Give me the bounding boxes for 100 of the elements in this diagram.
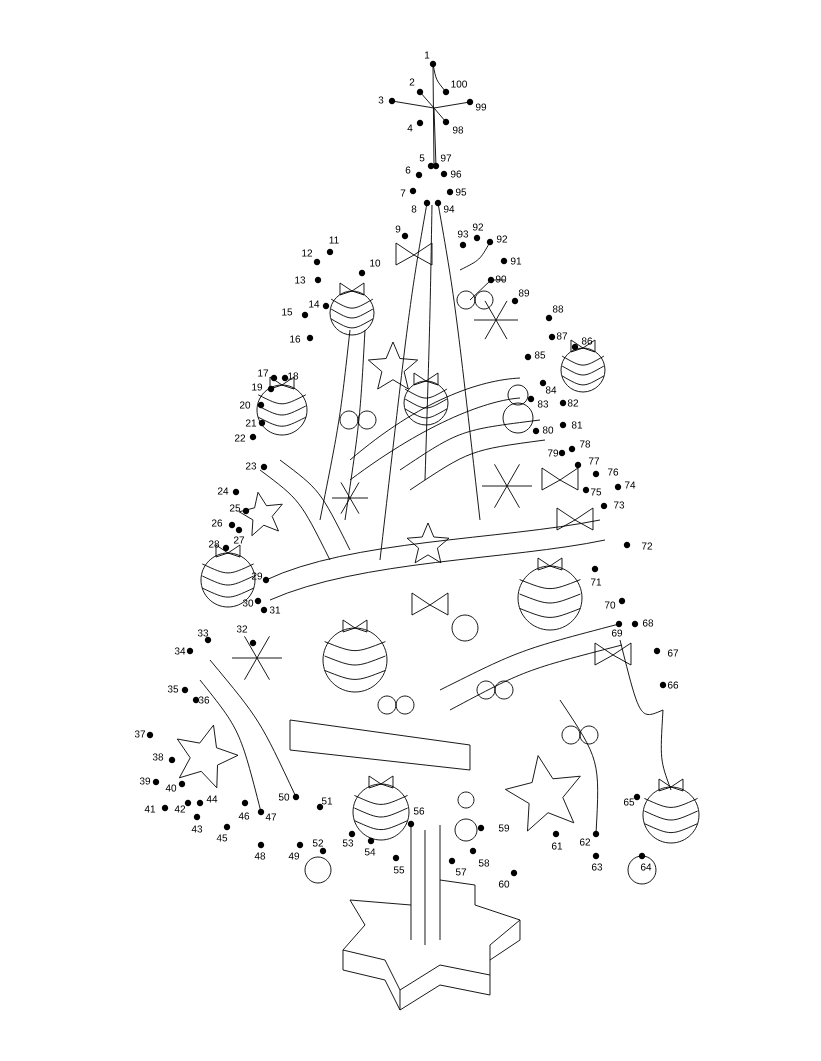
- dot-number: 23: [245, 462, 257, 470]
- dot-number: 85: [534, 351, 546, 359]
- dot-number: 32: [236, 625, 248, 633]
- dot-number: 36: [198, 696, 210, 704]
- dot-number: 1: [425, 51, 430, 59]
- dot-number: 99: [475, 103, 487, 111]
- dot-number: 88: [552, 305, 564, 313]
- dot-number: 46: [238, 812, 250, 820]
- dot-number: 83: [537, 400, 549, 408]
- dot-number: 94: [443, 205, 455, 213]
- dot-number: 35: [167, 685, 179, 693]
- dot-number: 38: [152, 753, 164, 761]
- dot-number: 20: [239, 401, 251, 409]
- dot-number: 74: [624, 481, 636, 489]
- dot-number: 7: [400, 189, 406, 197]
- dot-number: 72: [641, 542, 653, 550]
- dot-number: 61: [551, 842, 563, 850]
- dot-number: 5: [419, 154, 425, 162]
- dot-number: 40: [165, 784, 177, 792]
- dot-number: 66: [667, 681, 679, 689]
- dot-number: 15: [282, 308, 293, 316]
- dot-number: 56: [413, 807, 425, 815]
- dot-number: 13: [295, 276, 306, 284]
- dot-number: 16: [290, 335, 301, 343]
- dot-number: 11: [329, 236, 339, 244]
- dot-number: 4: [407, 124, 413, 132]
- dot-number: 73: [613, 501, 625, 509]
- dot-number: 65: [623, 798, 635, 806]
- dot-number: 96: [450, 170, 462, 178]
- dot-number: 100: [451, 80, 467, 88]
- dot-number: 48: [254, 852, 266, 860]
- dot-number: 95: [455, 188, 467, 196]
- dot-number: 47: [265, 813, 277, 821]
- dot-number: 42: [174, 805, 186, 813]
- dot-number: 26: [211, 519, 223, 527]
- dot-number: 79: [547, 449, 559, 457]
- dot-number: 39: [139, 777, 151, 785]
- dot-number: 33: [197, 629, 209, 637]
- dot-number: 84: [545, 386, 557, 394]
- dot-number: 60: [498, 880, 510, 888]
- dot-number: 31: [269, 606, 281, 614]
- dot-number: 10: [370, 259, 381, 267]
- dot-number: 54: [364, 848, 376, 856]
- dot-number: 21: [245, 419, 257, 427]
- dot-number: 3: [378, 96, 384, 104]
- dot-number: 9: [395, 225, 401, 233]
- dot-number: 18: [288, 372, 299, 380]
- dot-number: 19: [252, 383, 263, 391]
- dot-number: 93: [457, 230, 469, 238]
- dot-number: 64: [640, 863, 652, 871]
- dot-number: 34: [174, 647, 186, 655]
- dot-number: 82: [567, 399, 579, 407]
- dot-number: 58: [478, 859, 490, 867]
- dot-number: 2: [409, 78, 415, 86]
- dot-number: 78: [579, 440, 591, 448]
- dot-number: 29: [251, 572, 263, 580]
- dot-number: 25: [229, 504, 241, 512]
- dot-number: 28: [208, 540, 220, 548]
- dot-number: 30: [242, 599, 254, 607]
- dot-number: 92: [472, 223, 484, 231]
- dot-number: 52: [312, 839, 324, 847]
- dot-number: 49: [288, 852, 300, 860]
- dot-number: 87: [556, 332, 568, 340]
- dot-number: 27: [233, 536, 245, 544]
- dot-number: 90: [495, 275, 507, 283]
- dot-number: 45: [216, 834, 228, 842]
- dot-number: 57: [455, 868, 467, 876]
- dot-number: 77: [588, 457, 600, 465]
- dot-number: 59: [498, 824, 510, 832]
- dot-number: 62: [579, 838, 591, 846]
- dot-number: 70: [604, 601, 616, 609]
- dot-number: 24: [217, 487, 229, 495]
- dot-number: 14: [309, 300, 320, 308]
- dot-number: 41: [144, 805, 156, 813]
- dot-number: 81: [571, 421, 583, 429]
- dot-number: 37: [134, 730, 146, 738]
- dot-number: 69: [611, 629, 623, 637]
- dot-number: 80: [542, 426, 554, 434]
- dot-number: 67: [667, 649, 679, 657]
- dot-number: 6: [405, 166, 411, 174]
- dot-number: 86: [581, 337, 593, 345]
- dot-number: 51: [321, 797, 333, 805]
- dot-number: 43: [191, 825, 203, 833]
- dot-number: 63: [591, 863, 603, 871]
- dot-number: 55: [393, 866, 405, 874]
- dot-number: 91: [510, 257, 522, 265]
- dot-number: 68: [642, 619, 654, 627]
- dot-number: 76: [607, 468, 619, 476]
- dot-number: 53: [342, 839, 354, 847]
- dot-number: 22: [234, 434, 246, 442]
- dot-number: 98: [452, 126, 464, 134]
- dot-number: 92: [496, 235, 508, 243]
- dot-number: 50: [278, 793, 290, 801]
- dot-number: 97: [440, 154, 452, 162]
- dot-number: 71: [590, 578, 602, 586]
- dot-number: 44: [206, 795, 218, 803]
- dot-number: 8: [411, 205, 417, 213]
- dot-number: 75: [590, 488, 602, 496]
- dot-number: 17: [258, 369, 269, 377]
- dot-number: 12: [302, 249, 313, 257]
